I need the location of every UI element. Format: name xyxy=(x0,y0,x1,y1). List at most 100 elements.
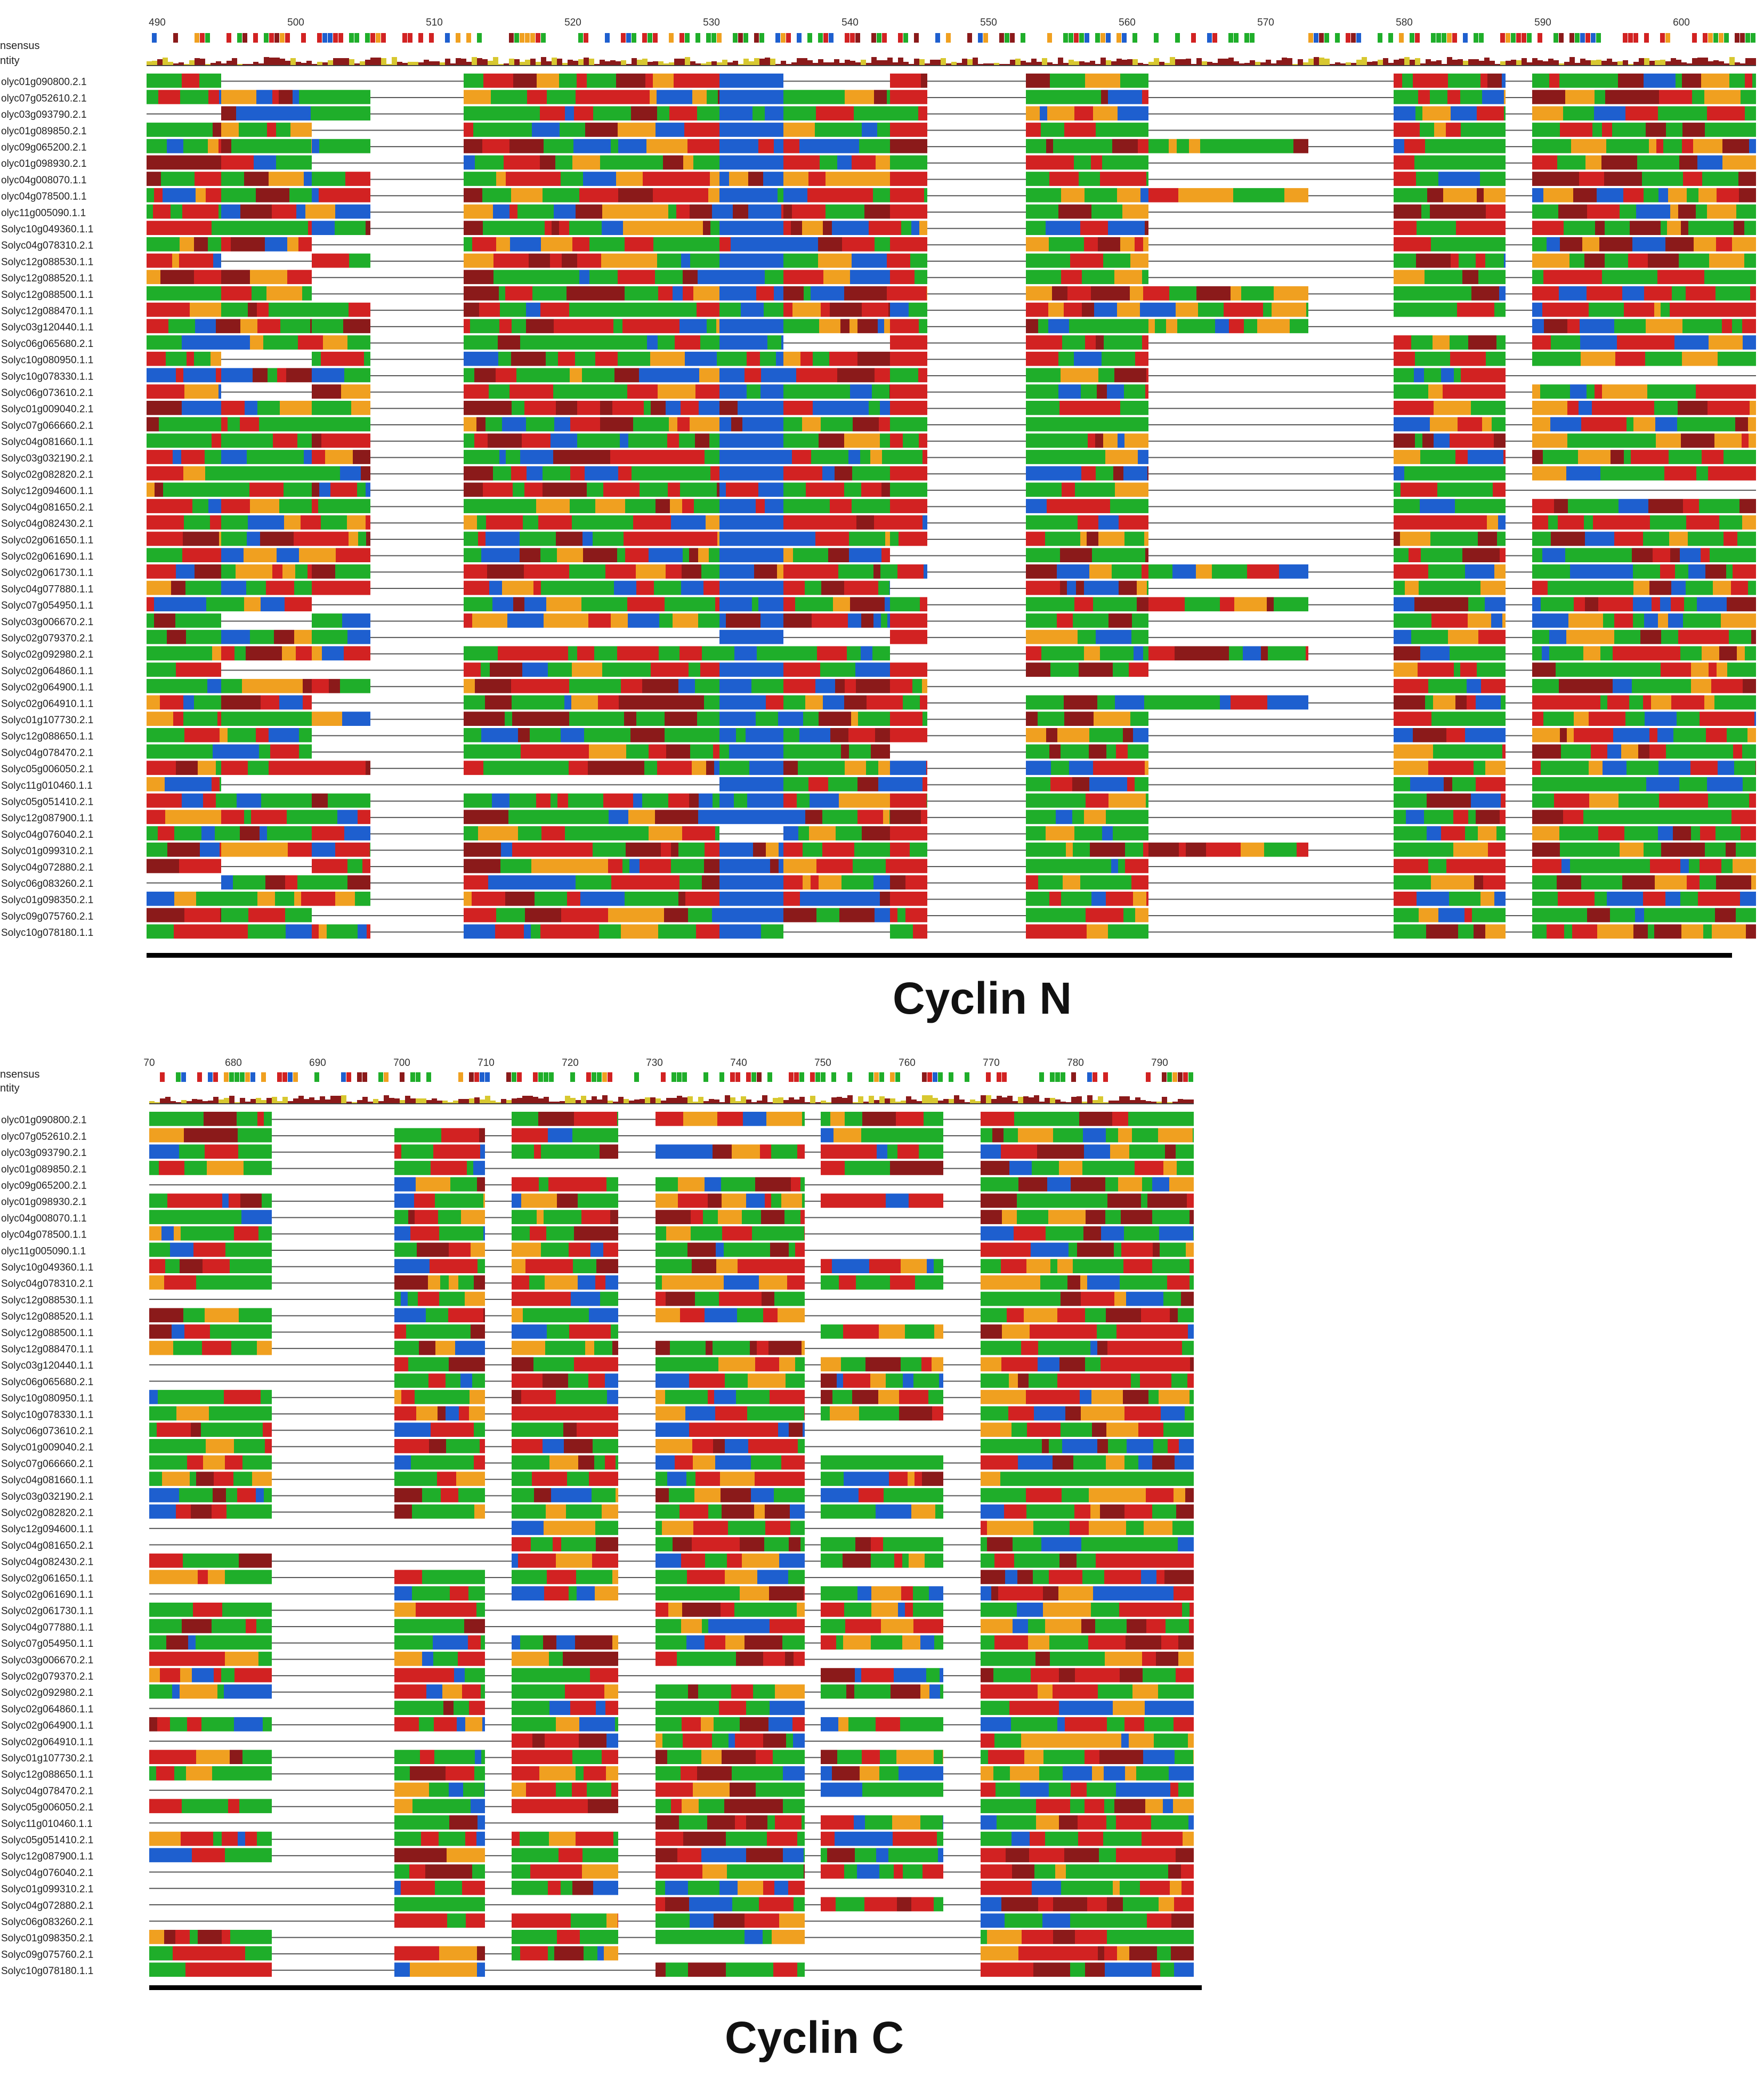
cyclin-n-consensus-block xyxy=(1351,33,1356,43)
cyclin-c-identity-bar xyxy=(1114,1101,1119,1103)
cyclin-n-identity-bar xyxy=(477,58,482,65)
cyclin-n-identity-bar xyxy=(1324,59,1330,65)
cyclin-n-sequence-name: Solyc02g064910.1.1 xyxy=(1,698,93,709)
cyclin-c-identity-bar xyxy=(517,1098,522,1103)
cyclin-n-identity-bar xyxy=(248,64,253,65)
cyclin-n-identity-bar xyxy=(264,57,269,65)
cyclin-n-sequence-name: Solyc04g082430.2.1 xyxy=(1,519,93,530)
cyclin-n-consensus-block xyxy=(1154,33,1159,43)
cyclin-n-identity-bar xyxy=(1703,58,1708,65)
cyclin-c-sequence-name: Solyc12g088650.1.1 xyxy=(1,1769,93,1781)
cyclin-n-sequence-name: Solyc12g087900.1.1 xyxy=(1,813,93,824)
cyclin-n-identity-bar xyxy=(290,58,296,65)
cyclin-c-identity-bar xyxy=(1007,1096,1013,1103)
cyclin-n-consensus-block xyxy=(1569,33,1574,43)
cyclin-n-identity-bar xyxy=(775,64,781,65)
cyclin-n-consensus-block xyxy=(322,33,327,43)
cyclin-n-identity-bar xyxy=(562,63,568,65)
cyclin-c-consensus-block xyxy=(751,1072,756,1082)
cyclin-n-sequence-row xyxy=(147,728,1756,742)
cyclin-n-consensus-block xyxy=(1047,33,1052,43)
cyclin-n-identity-bar xyxy=(648,62,653,65)
cyclin-c-identity-bar xyxy=(176,1102,181,1103)
cyclin-n-consensus-block xyxy=(530,33,535,43)
cyclin-n-identity-bar xyxy=(418,62,424,65)
cyclin-c-identity-bar xyxy=(330,1096,336,1103)
cyclin-c-identity-bar xyxy=(1183,1099,1188,1103)
cyclin-n-identity-bar xyxy=(887,58,893,65)
cyclin-c-sequence-row xyxy=(149,1897,1194,1912)
cyclin-n-identity-bar xyxy=(1111,61,1116,65)
cyclin-c-sequence-row xyxy=(149,1962,1194,1977)
cyclin-c-identity-bar xyxy=(485,1096,490,1103)
cyclin-n-consensus-block xyxy=(845,33,849,43)
cyclin-n-identity-bar xyxy=(1335,62,1340,65)
cyclin-c-identity-bar xyxy=(160,1098,165,1103)
cyclin-n-identity-bar xyxy=(957,63,962,65)
cyclin-c-consensus-block xyxy=(538,1072,543,1082)
cyclin-c-consensus-block xyxy=(469,1072,474,1082)
cyclin-c-sequence-name: Solyc10g078330.1.1 xyxy=(1,1409,93,1420)
cyclin-n-consensus-block xyxy=(759,33,764,43)
cyclin-n-identity-bar xyxy=(397,62,402,65)
cyclin-c-consensus-block xyxy=(314,1072,319,1082)
cyclin-c-consensus-block xyxy=(735,1072,740,1082)
cyclin-c-identity-bar xyxy=(981,1095,986,1103)
cyclin-n-sequence-row xyxy=(147,711,1756,726)
cyclin-c-consensus-block xyxy=(895,1072,900,1082)
cyclin-n-sequence-row xyxy=(147,368,1756,383)
cyclin-n-identity-bar xyxy=(258,63,264,65)
cyclin-n-identity-bar xyxy=(1228,58,1234,65)
cyclin-n-consensus-block xyxy=(1410,33,1414,43)
cyclin-c-sequence-row xyxy=(149,1913,1194,1928)
cyclin-c-identity-bar xyxy=(1071,1097,1077,1103)
cyclin-n-consensus-block xyxy=(269,33,274,43)
cyclin-n-consensus-block xyxy=(1633,33,1638,43)
cyclin-n-identity-bar xyxy=(216,61,221,65)
cyclin-n-identity-bar xyxy=(610,60,616,65)
cyclin-c-sequence-row xyxy=(149,1471,1194,1486)
cyclin-n-sequence-name: Solyc05g051410.2.1 xyxy=(1,797,93,808)
cyclin-c-sequence-name: Solyc03g006670.2.1 xyxy=(1,1655,93,1666)
cyclin-n-identity-bar xyxy=(424,60,429,65)
cyclin-n-sequence-name: Solyc02g064860.1.1 xyxy=(1,666,93,677)
cyclin-n-sequence-name: Solyc04g076040.2.1 xyxy=(1,829,93,840)
cyclin-n-identity-bar xyxy=(727,62,733,65)
cyclin-c-sequence-name: Solyc02g064900.1.1 xyxy=(1,1720,93,1732)
cyclin-n-consensus-block xyxy=(456,33,460,43)
cyclin-n-identity-bar xyxy=(951,62,957,65)
cyclin-c-header-label: ntity xyxy=(0,1082,20,1094)
cyclin-n-identity-bar xyxy=(1511,60,1516,65)
cyclin-c-consensus-block xyxy=(410,1072,415,1082)
cyclin-n-identity-bar xyxy=(722,60,727,65)
cyclin-n-identity-bar xyxy=(1175,59,1180,65)
cyclin-n-sequence-name: olyc01g089850.2.1 xyxy=(1,126,87,137)
cyclin-c-consensus-block xyxy=(949,1072,953,1082)
cyclin-c-identity-bar xyxy=(528,1096,533,1103)
cyclin-n-sequence-name: Solyc01g107730.2.1 xyxy=(1,715,93,726)
cyclin-n-identity-bar xyxy=(754,58,759,65)
cyclin-c-consensus-block xyxy=(592,1072,596,1082)
cyclin-n-identity-bar xyxy=(1452,60,1458,65)
cyclin-n-identity-bar xyxy=(392,57,397,65)
cyclin-c-identity-bar xyxy=(565,1096,570,1103)
cyclin-n-consensus-block xyxy=(1745,33,1750,43)
cyclin-n-consensus-block xyxy=(1010,33,1015,43)
cyclin-c-sequence-row xyxy=(149,1210,1194,1224)
cyclin-n-identity-bar xyxy=(1186,59,1191,65)
cyclin-c-identity-bar xyxy=(261,1100,266,1103)
cyclin-n-identity-bar xyxy=(1665,61,1671,65)
cyclin-n-identity-bar xyxy=(322,62,328,65)
cyclin-n-sequence-row xyxy=(147,335,1756,350)
cyclin-n-identity-bar xyxy=(1122,60,1127,65)
cyclin-n-consensus-block xyxy=(743,33,748,43)
cyclin-c-sequence-name: Solyc06g073610.2.1 xyxy=(1,1426,93,1437)
cyclin-c-consensus-block xyxy=(997,1072,1001,1082)
cyclin-n-identity-bar xyxy=(1159,62,1164,65)
cyclin-c-header-label: nsensus xyxy=(0,1069,40,1080)
cyclin-c-identity-bar xyxy=(725,1095,730,1103)
cyclin-c-consensus-block xyxy=(874,1072,879,1082)
cyclin-c-identity-bar xyxy=(885,1098,890,1103)
cyclin-n-consensus-block xyxy=(365,33,370,43)
